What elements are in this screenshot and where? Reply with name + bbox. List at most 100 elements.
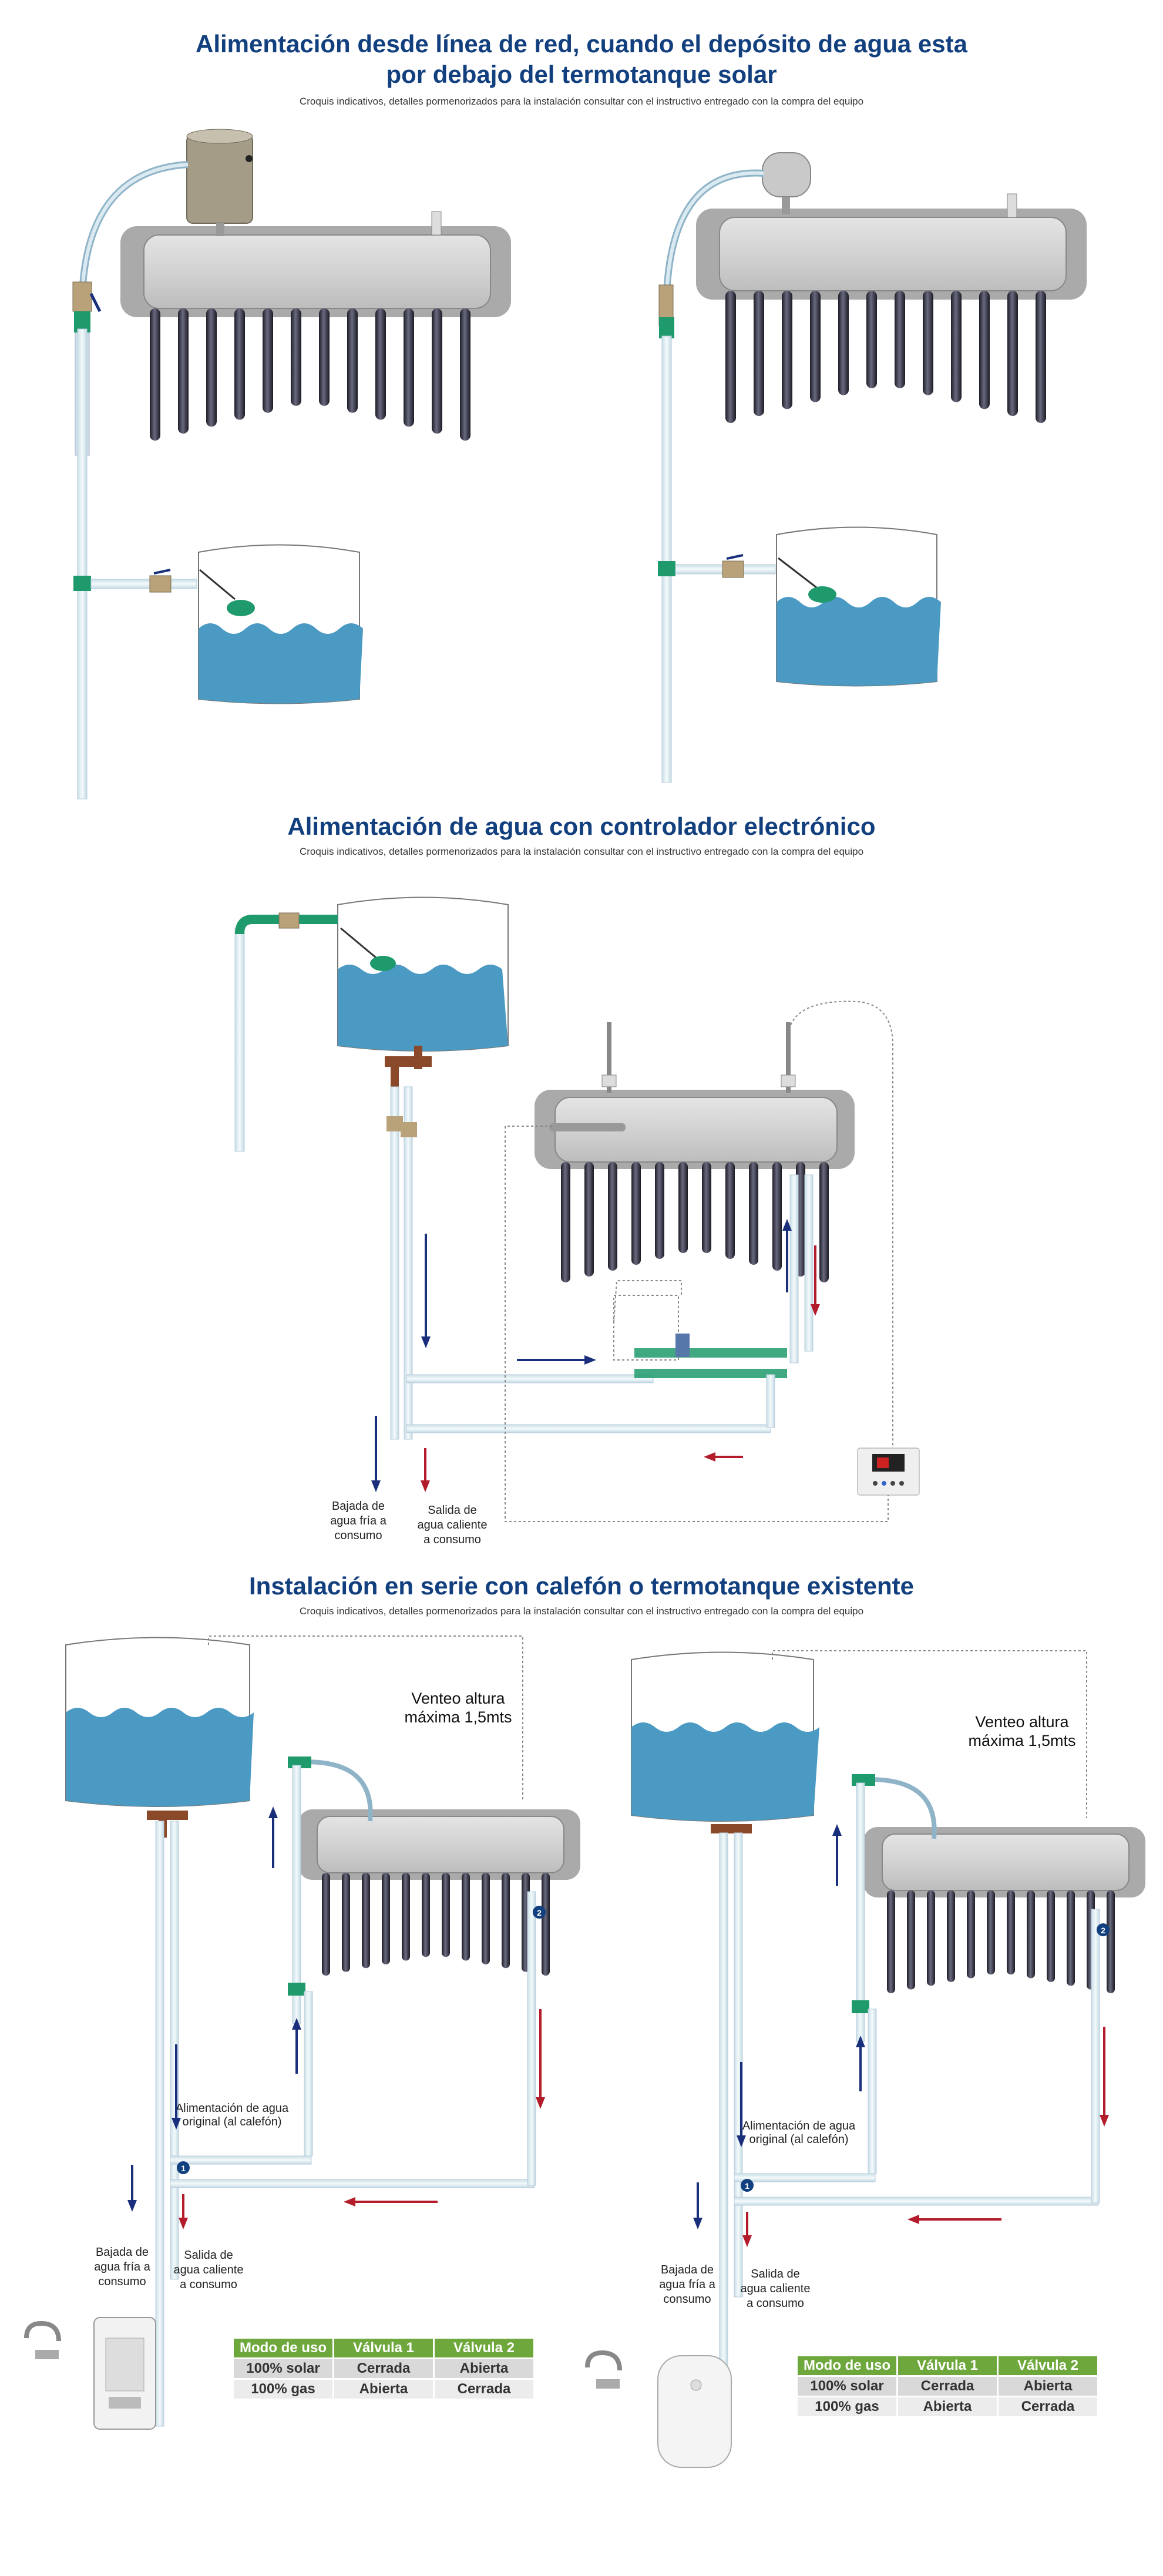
table-cell: Cerrada xyxy=(999,2397,1097,2416)
vacuum-tube xyxy=(542,1873,550,1976)
vacuum-tube xyxy=(927,1890,935,1986)
solar-heater xyxy=(535,1022,855,1282)
solar-heater-left xyxy=(120,211,511,441)
table-header: Válvula 2 xyxy=(999,2356,1097,2375)
cold-label-right-1: Bajada de xyxy=(661,2263,714,2276)
section2-diagram: Bajada de agua fría a consumo Salida de … xyxy=(234,896,920,1546)
vacuum-tube xyxy=(1067,1890,1075,1986)
table-header: Válvula 1 xyxy=(334,2339,433,2357)
vacuum-tube xyxy=(1047,1890,1055,1982)
vacuum-tube xyxy=(342,1873,350,1972)
section1-title-line2: por debajo del termotanque solar xyxy=(386,61,777,88)
electronic-controller xyxy=(857,1447,920,1496)
vacuum-tube xyxy=(967,1890,975,1979)
vacuum-tube xyxy=(907,1890,915,1990)
section1-title-line1: Alimentación desde línea de red, cuando … xyxy=(196,30,967,58)
cold-label-left-1: Bajada de xyxy=(96,2246,149,2259)
vacuum-tube xyxy=(442,1873,450,1957)
vacuum-tube xyxy=(810,291,821,402)
vacuum-tube xyxy=(178,308,189,434)
cold-outlet-label-3: consumo xyxy=(334,1529,382,1542)
vacuum-tube xyxy=(923,291,933,395)
vacuum-tube xyxy=(1036,291,1046,423)
vacuum-tube xyxy=(234,308,245,420)
feed-label-left-1: Alimentación de agua xyxy=(176,2102,289,2115)
cold-label-left-3: consumo xyxy=(98,2275,146,2288)
table-header: Modo de uso xyxy=(234,2339,332,2357)
hot-label-left-2: agua caliente xyxy=(174,2263,244,2276)
table-row: 100% solar Cerrada Abierta xyxy=(798,2377,1097,2396)
gas-heater xyxy=(93,2317,156,2430)
vacuum-tube xyxy=(206,308,217,427)
table-cell: Cerrada xyxy=(898,2377,997,2396)
solar-heater-right xyxy=(696,193,1087,423)
reservoir-left xyxy=(65,1637,254,1807)
electric-water-heater xyxy=(657,2355,732,2468)
valve-2-label-right: 2 xyxy=(1101,1926,1105,1935)
vacuum-tube xyxy=(951,291,962,402)
table-cell: Abierta xyxy=(898,2397,997,2416)
vacuum-tube xyxy=(482,1873,490,1964)
vacuum-tube xyxy=(362,1873,370,1969)
section1-subtitle: Croquis indicativos, detalles pormenoriz… xyxy=(299,96,864,107)
vacuum-tubes xyxy=(150,308,470,441)
vacuum-tube xyxy=(382,1873,390,1964)
vacuum-tube xyxy=(322,1873,330,1976)
inlet-pipe-left xyxy=(72,281,197,800)
mode-table-left: Modo de uso Válvula 1 Válvula 2 100% sol… xyxy=(232,2337,535,2400)
vacuum-tube xyxy=(1007,291,1018,417)
vacuum-tube xyxy=(1107,1890,1115,1993)
vacuum-tube xyxy=(772,1162,782,1271)
vacuum-tube xyxy=(979,291,990,409)
table-cell: Cerrada xyxy=(435,2380,533,2399)
table-cell: 100% gas xyxy=(234,2380,332,2399)
hot-outlet-label-1: Salida de xyxy=(428,1504,476,1517)
cold-label-left-2: agua fría a xyxy=(94,2261,151,2273)
hot-label-left-3: a consumo xyxy=(180,2278,237,2291)
section1-diagrams xyxy=(72,129,1087,800)
vacuum-tube xyxy=(462,1873,470,1961)
hot-outlet-label-3: a consumo xyxy=(423,1533,481,1546)
table-cell: 100% solar xyxy=(798,2377,896,2396)
vent-label-left-1: Venteo altura xyxy=(411,1690,505,1707)
hot-outlet-label-2: agua caliente xyxy=(418,1519,488,1532)
table-cell: Abierta xyxy=(435,2359,533,2378)
faucet-right xyxy=(585,2350,622,2389)
vacuum-tube xyxy=(947,1890,955,1982)
table-cell: 100% gas xyxy=(798,2397,896,2416)
section2-title: Alimentación de agua con controlador ele… xyxy=(287,812,876,840)
vacuum-tube xyxy=(1027,1890,1035,1979)
vacuum-tube xyxy=(702,1162,711,1253)
section3-diagrams: Venteo altura máxima 1,5mts 1 2 Alimenta… xyxy=(24,1635,1145,2468)
water-reservoir-right xyxy=(776,526,941,687)
vacuum-tube xyxy=(655,1162,664,1259)
solar-heater-right xyxy=(863,1827,1145,1993)
feed-label-left-2: original (al calefón) xyxy=(183,2115,282,2128)
vacuum-tube xyxy=(375,308,386,420)
vacuum-tube xyxy=(838,291,849,395)
faucet-left xyxy=(24,2320,61,2359)
vacuum-tube xyxy=(678,1162,688,1253)
vent-label-right-1: Venteo altura xyxy=(975,1713,1069,1731)
vacuum-tube xyxy=(608,1162,617,1271)
water-reservoir-left xyxy=(198,544,363,704)
table-cell: 100% solar xyxy=(234,2359,332,2378)
inlet-pipe-right xyxy=(658,284,776,783)
table-row: 100% gas Abierta Cerrada xyxy=(798,2397,1097,2416)
table-header: Modo de uso xyxy=(798,2356,896,2375)
vacuum-tube xyxy=(987,1890,995,1975)
hot-label-right-3: a consumo xyxy=(747,2297,804,2310)
vacuum-tube xyxy=(347,308,358,413)
valve-1-label-left: 1 xyxy=(181,2164,186,2173)
solar-heater-left xyxy=(298,1809,580,1976)
feed-label-right-2: original (al calefón) xyxy=(749,2133,849,2146)
section3-title: Instalación en serie con calefón o termo… xyxy=(249,1572,914,1600)
vacuum-tube xyxy=(631,1162,641,1265)
cold-outlet-label-2: agua fría a xyxy=(330,1514,387,1527)
vacuum-tube xyxy=(887,1890,895,1993)
vacuum-tube xyxy=(502,1873,510,1969)
vacuum-tube xyxy=(584,1162,594,1277)
hot-label-right-2: agua caliente xyxy=(741,2282,811,2295)
table-cell: Abierta xyxy=(334,2380,433,2399)
vacuum-tube xyxy=(404,308,414,427)
